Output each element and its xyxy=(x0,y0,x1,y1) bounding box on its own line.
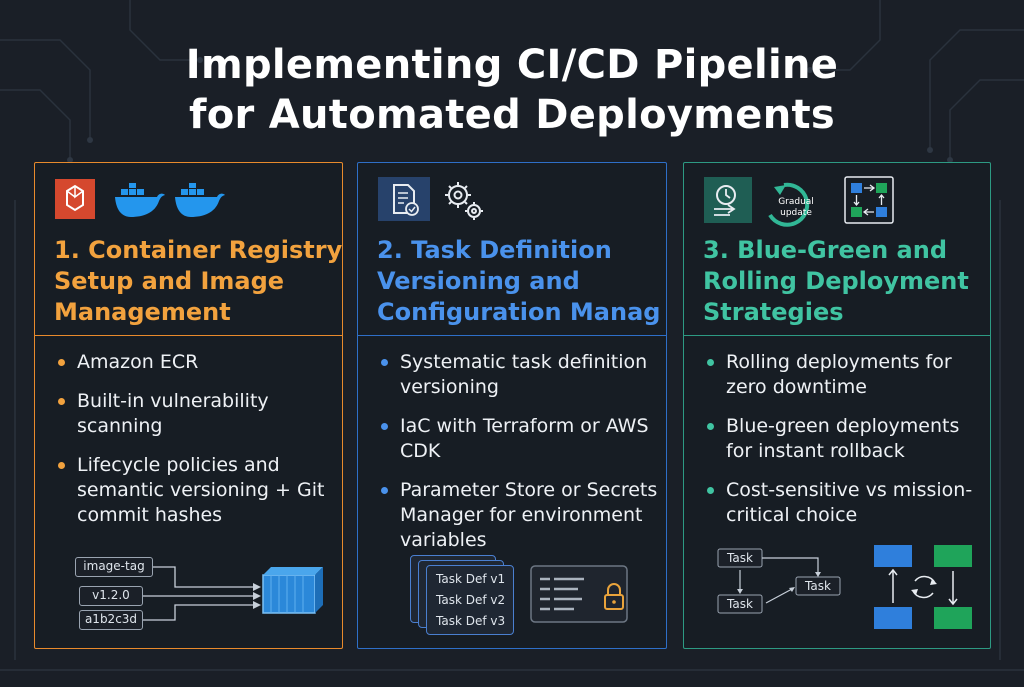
card-2-heading-line: Configuration Manag xyxy=(377,298,661,326)
bullet-dot xyxy=(58,398,65,405)
card-1-heading-line: Management xyxy=(54,298,231,326)
card-3-bullets: Rolling deployments for zero downtime Bl… xyxy=(704,350,984,542)
lock-icon xyxy=(604,583,624,610)
bullet-text: Parameter Store or Secrets Manager for e… xyxy=(400,479,658,551)
bullet-dot xyxy=(707,359,714,366)
bullet-text: Amazon ECR xyxy=(77,351,199,373)
container-icon xyxy=(262,567,323,614)
title-line-2: for Automated Deployments xyxy=(189,92,835,138)
card-2-divider xyxy=(358,335,666,336)
docker-whale-icon xyxy=(175,183,225,217)
card-3-heading-line: Rolling Deployment xyxy=(703,267,969,295)
bullet-text: Lifecycle policies and semantic versioni… xyxy=(77,454,325,526)
bullet-item: Amazon ECR xyxy=(55,350,336,375)
bullet-text: Rolling deployments for zero downtime xyxy=(726,351,952,398)
card-3-heading: 3. Blue-Green and Rolling Deployment Str… xyxy=(703,235,982,328)
docker-whale-icon xyxy=(115,183,165,217)
task-def-label: Task Def v1 xyxy=(436,572,506,586)
bullet-item: Cost-sensitive vs mission-critical choic… xyxy=(704,478,984,528)
card-2-heading-line: 2. Task Definition xyxy=(377,236,612,264)
page-title: Implementing CI/CD Pipeline for Automate… xyxy=(0,40,1024,140)
clock-arrow-icon xyxy=(704,177,752,223)
gradual-update-icon: Gradual update xyxy=(768,182,814,227)
card-2-icons xyxy=(378,175,498,225)
card-3-heading-line: 3. Blue-Green and xyxy=(703,236,948,264)
bullet-item: Lifecycle policies and semantic versioni… xyxy=(55,453,336,528)
tag-box: a1b2c3d xyxy=(79,610,143,630)
tag-box: image-tag xyxy=(75,557,153,577)
aws-ecr-icon xyxy=(55,179,95,219)
bullet-text: Blue-green deployments for instant rollb… xyxy=(726,415,960,462)
document-check-icon xyxy=(378,177,430,221)
bullet-dot xyxy=(58,462,65,469)
bullet-dot xyxy=(381,359,388,366)
task-box-label: Task xyxy=(726,597,753,611)
task-def-diagram: Task Def v1 Task Def v2 Task Def v3 xyxy=(410,555,650,639)
bullet-dot xyxy=(707,487,714,494)
task-def-label: Task Def v3 xyxy=(436,614,506,628)
swap-blocks-icon xyxy=(844,176,894,224)
gradual-update-caption: Gradual xyxy=(778,197,814,207)
bullet-text: Built-in vulnerability scanning xyxy=(77,390,269,437)
bullet-item: IaC with Terraform or AWS CDK xyxy=(378,414,660,464)
card-1-heading: 1. Container Registry Setup and Image Ma… xyxy=(54,235,343,328)
bullet-item: Systematic task definition versioning xyxy=(378,350,660,400)
bullet-dot xyxy=(381,487,388,494)
task-def-label: Task Def v2 xyxy=(436,593,506,607)
bullet-text: Systematic task definition versioning xyxy=(400,351,648,398)
card-3-heading-line: Strategies xyxy=(703,298,844,326)
bullet-text: Cost-sensitive vs mission-critical choic… xyxy=(726,479,973,526)
bullet-item: Rolling deployments for zero downtime xyxy=(704,350,984,400)
task-box-label: Task xyxy=(804,579,831,593)
deployment-diagram: Task Task Task xyxy=(717,545,972,629)
card-deployment-strategies: Gradual update 3. Blue-Green and Rolling… xyxy=(683,162,991,649)
bullet-dot xyxy=(381,423,388,430)
rolling-task-flow: Task Task Task xyxy=(717,548,841,614)
bullet-text: IaC with Terraform or AWS CDK xyxy=(400,415,649,462)
card-3-icons: Gradual update xyxy=(704,175,904,227)
tag-box: v1.2.0 xyxy=(79,586,143,606)
gears-icon xyxy=(445,182,483,220)
bullet-item: Built-in vulnerability scanning xyxy=(55,389,336,439)
card-1-heading-line: 1. Container Registry xyxy=(54,236,343,264)
card-2-bullets: Systematic task definition versioning Ia… xyxy=(378,350,660,553)
bullet-dot xyxy=(707,423,714,430)
bullet-item: Parameter Store or Secrets Manager for e… xyxy=(378,478,660,553)
card-1-heading-line: Setup and Image xyxy=(54,267,285,295)
card-1-bullets: Amazon ECR Built-in vulnerability scanni… xyxy=(55,350,336,542)
card-container-registry: 1. Container Registry Setup and Image Ma… xyxy=(34,162,343,649)
bullet-item: Blue-green deployments for instant rollb… xyxy=(704,414,984,464)
gradual-update-caption: update xyxy=(780,208,812,218)
card-task-definition: 2. Task Definition Versioning and Config… xyxy=(357,162,667,649)
bullet-dot xyxy=(58,359,65,366)
card-2-heading-line: Versioning and xyxy=(377,267,580,295)
card-3-divider xyxy=(684,335,990,336)
blue-green-flow xyxy=(874,545,972,629)
image-tag-diagram: image-tag v1.2.0 a1b2c3d xyxy=(75,551,335,641)
card-2-heading: 2. Task Definition Versioning and Config… xyxy=(377,235,661,328)
task-def-stack-card xyxy=(426,565,514,635)
task-box-label: Task xyxy=(726,551,753,565)
card-1-divider xyxy=(35,335,342,336)
secrets-panel-icon xyxy=(530,565,628,623)
card-1-icons xyxy=(55,175,235,225)
title-line-1: Implementing CI/CD Pipeline xyxy=(185,42,839,88)
